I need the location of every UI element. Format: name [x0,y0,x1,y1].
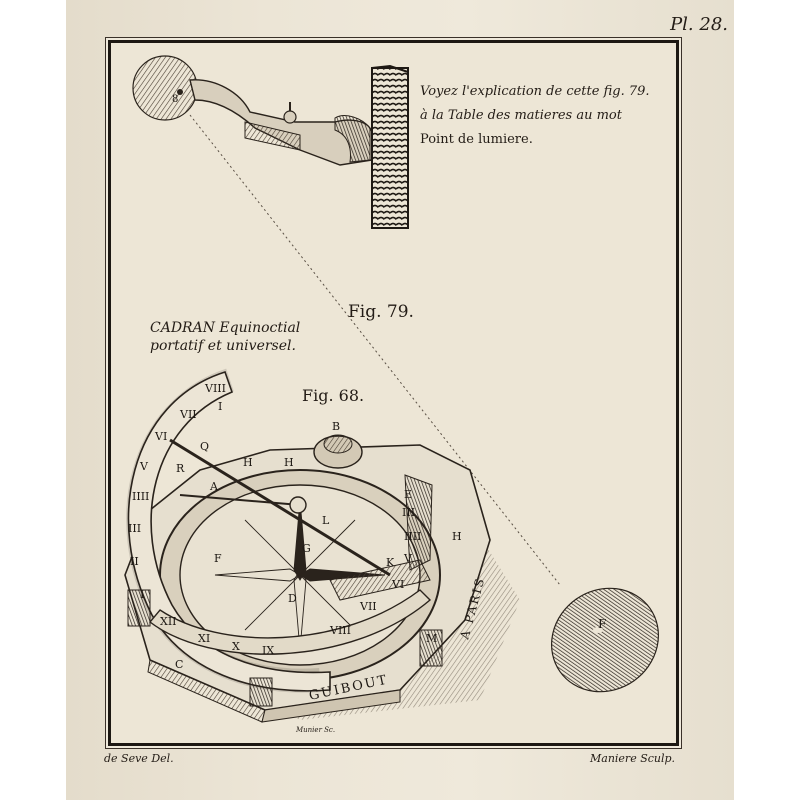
numeral-14: VI [391,578,404,591]
plate-number: Pl. 28. [670,14,728,35]
numeral-5: III [128,522,141,535]
post-wood [371,67,409,229]
letter-f: F [214,552,222,565]
letter-c: C [175,658,183,671]
letter-m: M [426,632,437,645]
letter-k: K [386,556,395,569]
letter-e: E [404,488,412,501]
letter-g: G [302,542,311,555]
numeral-16: IIII [404,530,421,543]
letter-i: I [218,400,222,413]
letter-l: L [322,514,330,527]
numeral-15: V [403,552,413,565]
disc-f [550,587,660,693]
dial-title-line-2: portatif et universel. [150,338,296,354]
numeral-6: II [130,555,139,568]
fig79-device [132,55,409,229]
disc-label: F [598,617,606,631]
letter-h2: H [452,530,462,543]
light-ring-disc [132,55,198,121]
numeral-7: I [140,588,144,601]
letter-b: B [332,420,340,433]
letter-a: A [209,480,219,493]
numeral-9: XI [198,632,210,645]
numeral-17: III [402,506,415,519]
letter-r: R [176,462,185,475]
fig68-label: Fig. 68. [302,386,365,405]
draftsman-credit: de Seve Del. [104,752,174,765]
numeral-3: V [139,460,149,473]
numeral-11: IX [262,644,274,657]
hour-ring [127,371,331,692]
numeral-12: VIII [329,624,351,637]
engraver-credit-center: Munier Sc. [296,726,336,734]
numeral-8: XII [160,615,177,628]
numeral-2: VI [154,430,167,443]
numeral-4: IIII [132,490,149,503]
letter-h1: H [243,456,253,469]
numeral-13: VII [359,600,377,613]
letter-h3: H [284,456,294,469]
numeral-10: X [232,640,240,653]
letter-q: Q [200,440,209,453]
note-line-3: Point de lumiere. [420,132,533,147]
letter-d: D [288,592,297,605]
fig79-label: Fig. 79. [348,302,414,322]
ring-label: 8 [172,94,178,105]
note-line-2: à la Table des matieres au mot [420,108,622,123]
engraver-credit: Maniere Sculp. [590,752,676,765]
numeral-0: VIII [204,382,226,395]
equinoctial-dial [124,368,520,723]
note-line-1: Voyez l'explication de cette fig. 79. [420,84,650,99]
numeral-1: VII [179,408,197,421]
dial-title-line-1: CADRAN Equinoctial [150,320,301,336]
